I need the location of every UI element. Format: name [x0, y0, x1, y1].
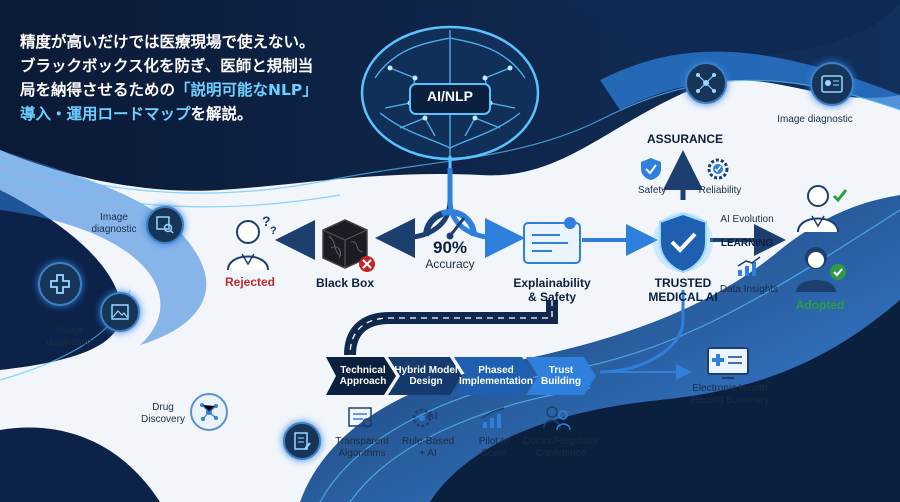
image-frame-icon: [100, 292, 140, 332]
ai-evolution-label: AI Evolution: [720, 214, 774, 225]
medical-cross-icon: [38, 262, 82, 306]
gauge-icon: [423, 209, 477, 240]
image-diagnostic-label-top-right: Image diagnostic: [777, 114, 853, 125]
explainability-dashboard-icon: [523, 217, 581, 264]
roadmap-step-2-title: Hybrid Model Design: [394, 365, 458, 387]
gear-ai-icon: [412, 408, 432, 428]
image-diagnostic-label-left-2: Image diagnostic: [46, 325, 92, 348]
drug-discovery-label: Drug Discovery: [141, 402, 185, 425]
roadmap-step-2-detail: Rule-Based + AI: [401, 436, 455, 459]
data-insights-label: Data Insights: [719, 284, 779, 295]
roadmap-step-4-title: Trust Building: [541, 365, 581, 387]
gauge-caption: Accuracy: [425, 257, 475, 271]
gauge-value: 90%: [432, 238, 468, 257]
trusted-medical-ai-label: TRUSTED MEDICAL AI: [648, 276, 718, 304]
brain-icon: [360, 25, 540, 168]
headline-highlight: 「説明可能なNLP」: [175, 81, 318, 100]
roadmap-step-3-detail: Pilot to Scale: [478, 436, 510, 459]
headline-line-4: 導入・運用ロードマップを解説。: [20, 102, 360, 126]
headline-line-3-text: 局を納得させるための: [20, 81, 176, 100]
rejected-label: Rejected: [224, 275, 276, 289]
headline-line-4-text: を解説。: [190, 105, 253, 124]
clipboard-pen-icon: [283, 422, 321, 460]
adopted-label: Adopted: [795, 298, 845, 312]
brain-label: AI/NLP: [427, 88, 473, 104]
headline-line-1: 精度が高いだけでは医療現場で使えない。: [20, 33, 315, 51]
roadmap-step-3-title: Phased Implementation: [459, 365, 533, 387]
learning-title: LEARNING: [720, 238, 774, 249]
growth-arrow-chart-icon: [481, 407, 505, 428]
black-box-cube-icon: [322, 219, 375, 272]
headline-line-3: 局を納得させるための「説明可能なNLP」: [20, 78, 360, 102]
growth-chart-icon: [737, 256, 761, 276]
black-box-label: Black Box: [315, 276, 375, 290]
doctor-regulator-icon: [543, 406, 571, 431]
assurance-title: ASSURANCE: [646, 132, 723, 146]
shield-check-icon: [653, 212, 713, 274]
headline-line-2: ブラックボックス化を防ぎ、医師と規制当: [20, 57, 314, 76]
roadmap-chevrons: [326, 357, 596, 395]
svg-text:?: ?: [262, 213, 271, 229]
approving-doctor-icon: [797, 185, 848, 233]
ai-badge: AI: [426, 410, 438, 422]
headline: 精度が高いだけでは医療現場で使えない。 ブラックボックス化を防ぎ、医師と規制当 …: [20, 30, 360, 126]
safety-shield-icon: [641, 158, 661, 180]
headline-highlight-2: 導入・運用ロードマップ: [20, 105, 191, 124]
image-search-icon: [146, 206, 184, 244]
transparent-algorithm-icon: [348, 407, 372, 428]
image-diagnostic-label-left-1: Image diagnostic: [91, 212, 137, 235]
roadmap-step-1-detail: Transparent Algorithms: [335, 436, 389, 459]
reliability-label: Reliability: [698, 185, 742, 196]
safety-label: Safety: [637, 185, 667, 196]
svg-text:?: ?: [270, 225, 277, 237]
roadmap-step-1-title: Technical Approach: [339, 365, 387, 387]
approving-regulator-icon: [796, 247, 846, 292]
reliability-gear-icon: [707, 158, 729, 180]
ehr-summary-label: Electronic Health Record Summary: [691, 383, 769, 406]
explainability-label: Explainability & Safety: [513, 276, 591, 304]
confused-doctor-icon: ? ?: [227, 213, 277, 271]
medical-record-card-icon: [810, 62, 854, 106]
network-nodes-icon: [685, 62, 727, 104]
ehr-monitor-icon: [707, 347, 749, 379]
roadmap-step-4-detail: Doctor/Regulator Confidence: [523, 436, 599, 459]
molecule-icon: [190, 393, 228, 431]
